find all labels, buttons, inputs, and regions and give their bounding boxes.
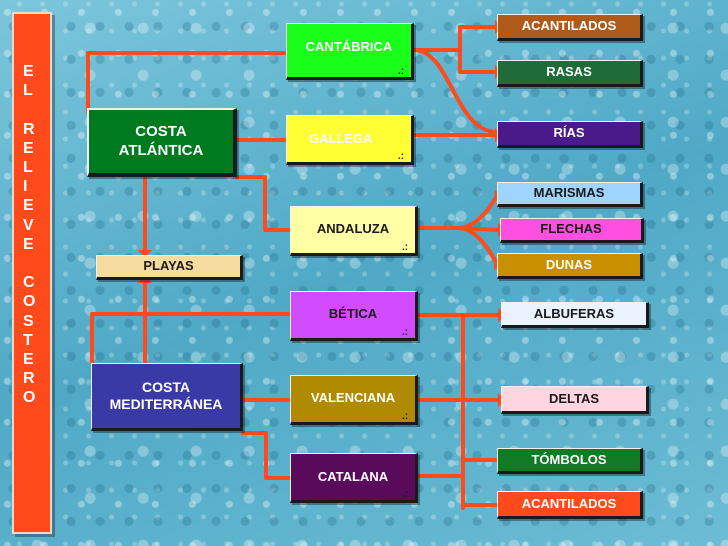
box-rias-label: RÍAS xyxy=(553,125,585,141)
box-deltas-label: DELTAS xyxy=(548,390,600,406)
box-dunas: DUNAS xyxy=(497,253,643,279)
mark-catalana: .: xyxy=(402,489,409,500)
box-deltas: DELTAS xyxy=(501,386,649,414)
box-costa-mediterranea: COSTA MEDITERRÁNEA xyxy=(91,363,243,431)
box-flechas: FLECHAS xyxy=(500,218,644,243)
box-marismas: MARISMAS xyxy=(497,182,643,207)
box-dunas-label: DUNAS xyxy=(545,256,593,272)
box-playas: PLAYAS xyxy=(96,255,243,280)
connector-mediterranea-betica xyxy=(90,312,292,364)
box-tombolos: TÓMBOLOS xyxy=(497,448,643,474)
connector-cantabrica-forms xyxy=(412,25,497,134)
box-rias: RÍAS xyxy=(497,121,643,148)
mark-cantabrica: .: xyxy=(398,66,405,77)
box-acantilados-bottom-label: ACANTILADOS xyxy=(521,495,617,511)
box-rasas: RASAS xyxy=(497,60,643,87)
box-andaluza-label: ANDALUZA xyxy=(316,221,390,236)
mark-valenciana: .: xyxy=(402,411,409,422)
mark-gallega: .: xyxy=(398,151,405,162)
mark-betica: .: xyxy=(402,327,409,338)
title-el-relieve-costero: E L R E L I E V E C O S T E R O xyxy=(12,12,52,534)
box-playas-label: PLAYAS xyxy=(143,258,194,274)
box-betica: BÉTICA xyxy=(290,291,418,341)
box-rasas-label: RASAS xyxy=(546,64,592,80)
box-acantilados-top-label: ACANTILADOS xyxy=(521,18,617,34)
box-tombolos-label: TÓMBOLOS xyxy=(531,451,607,467)
box-acantilados-top: ACANTILADOS xyxy=(497,14,643,41)
box-cantabrica-label: CANTÁBRICA xyxy=(305,39,393,54)
box-acantilados-bottom: ACANTILADOS xyxy=(497,491,643,519)
connector-atlantica-cantabrica xyxy=(86,51,288,114)
box-costa-atlantica-label: COSTA ATLÁNTICA xyxy=(118,122,204,159)
box-betica-label: BÉTICA xyxy=(328,306,378,321)
box-albuferas-label: ALBUFERAS xyxy=(533,305,615,321)
box-gallega-label: GALLEGA xyxy=(309,130,373,146)
box-andaluza: ANDALUZA xyxy=(290,206,418,256)
box-cantabrica: CANTÁBRICA xyxy=(286,23,414,80)
connector-atlantica-andaluza xyxy=(235,175,292,232)
connector-mediterranean-forms xyxy=(416,313,500,510)
box-catalana: CATALANA xyxy=(290,453,418,503)
arrow-playas-down xyxy=(138,250,152,258)
box-marismas-label: MARISMAS xyxy=(533,185,605,201)
box-costa-atlantica: COSTA ATLÁNTICA xyxy=(87,108,237,177)
box-catalana-label: CATALANA xyxy=(317,469,389,484)
box-valenciana: VALENCIANA xyxy=(290,375,418,425)
mark-andaluza: .: xyxy=(402,242,409,253)
box-costa-mediterranea-label: COSTA MEDITERRÁNEA xyxy=(109,378,223,413)
box-flechas-label: FLECHAS xyxy=(540,221,602,237)
box-gallega: GALLEGA xyxy=(286,115,414,165)
box-valenciana-label: VALENCIANA xyxy=(310,390,396,405)
connector-mediterranea-catalana xyxy=(241,431,292,480)
connector-andaluza-forms xyxy=(416,194,502,266)
box-albuferas: ALBUFERAS xyxy=(501,302,649,328)
